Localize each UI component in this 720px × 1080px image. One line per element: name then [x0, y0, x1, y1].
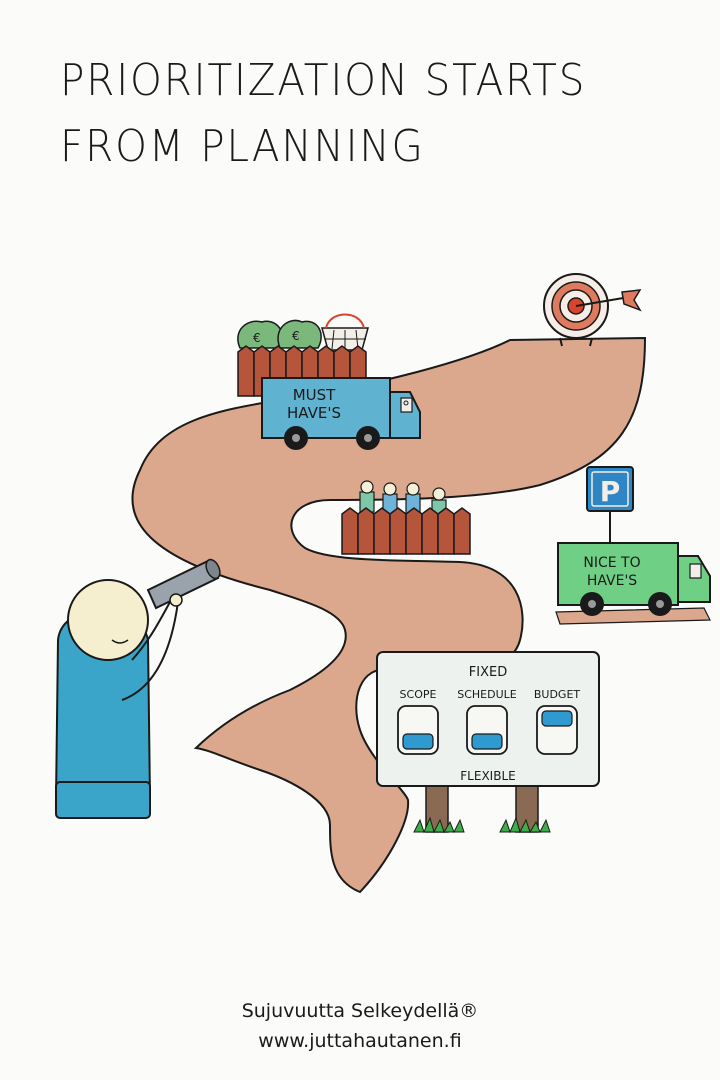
money-bags: € € [237, 319, 322, 349]
parking-sign-label: P [600, 475, 621, 508]
parking-ground [555, 607, 711, 625]
nice-truck-label-1: NICE TO [583, 555, 640, 571]
column-schedule-label: SCHEDULE [457, 688, 517, 701]
person-with-telescope [54, 558, 221, 819]
nice-truck-label-2: HAVE's [587, 573, 637, 589]
parking-sign: P [586, 466, 634, 545]
title-line-2: from planning [60, 121, 425, 172]
must-truck-label-2: HAVE's [287, 404, 341, 422]
billboard-legs [413, 785, 551, 834]
budget-gauge-indicator [541, 710, 573, 727]
fence-middle [341, 507, 471, 555]
footer-brand: Sujuvuutta Selkeydellä® [241, 1000, 479, 1022]
target-icon [543, 273, 642, 347]
shopping-basket-icon [321, 313, 369, 351]
column-budget-label: BUDGET [534, 688, 581, 701]
must-truck-label-1: MUST [293, 386, 336, 404]
schedule-gauge-indicator [471, 733, 503, 750]
telescope-icon [146, 558, 221, 610]
scope-gauge-indicator [402, 733, 434, 750]
nice-to-have-truck: NICE TO HAVE's [557, 542, 711, 616]
must-have-truck: MUST HAVE's [261, 377, 421, 450]
billboard: FIXED FLEXIBLE SCOPE SCHEDULE BUDGET [376, 651, 600, 787]
page-title: Prioritization starts from planning [60, 48, 630, 180]
billboard-flexible-label: FLEXIBLE [460, 769, 515, 783]
column-scope-label: SCOPE [400, 688, 437, 701]
footer-url: www.juttahautanen.fi [258, 1030, 462, 1052]
svg-text:€: € [292, 329, 300, 343]
svg-text:€: € [253, 331, 261, 345]
title-line-1: Prioritization starts [60, 55, 587, 106]
road [131, 336, 647, 894]
footer: Sujuvuutta Selkeydellä® www.juttahautane… [0, 996, 720, 1056]
billboard-fixed-label: FIXED [469, 665, 507, 680]
